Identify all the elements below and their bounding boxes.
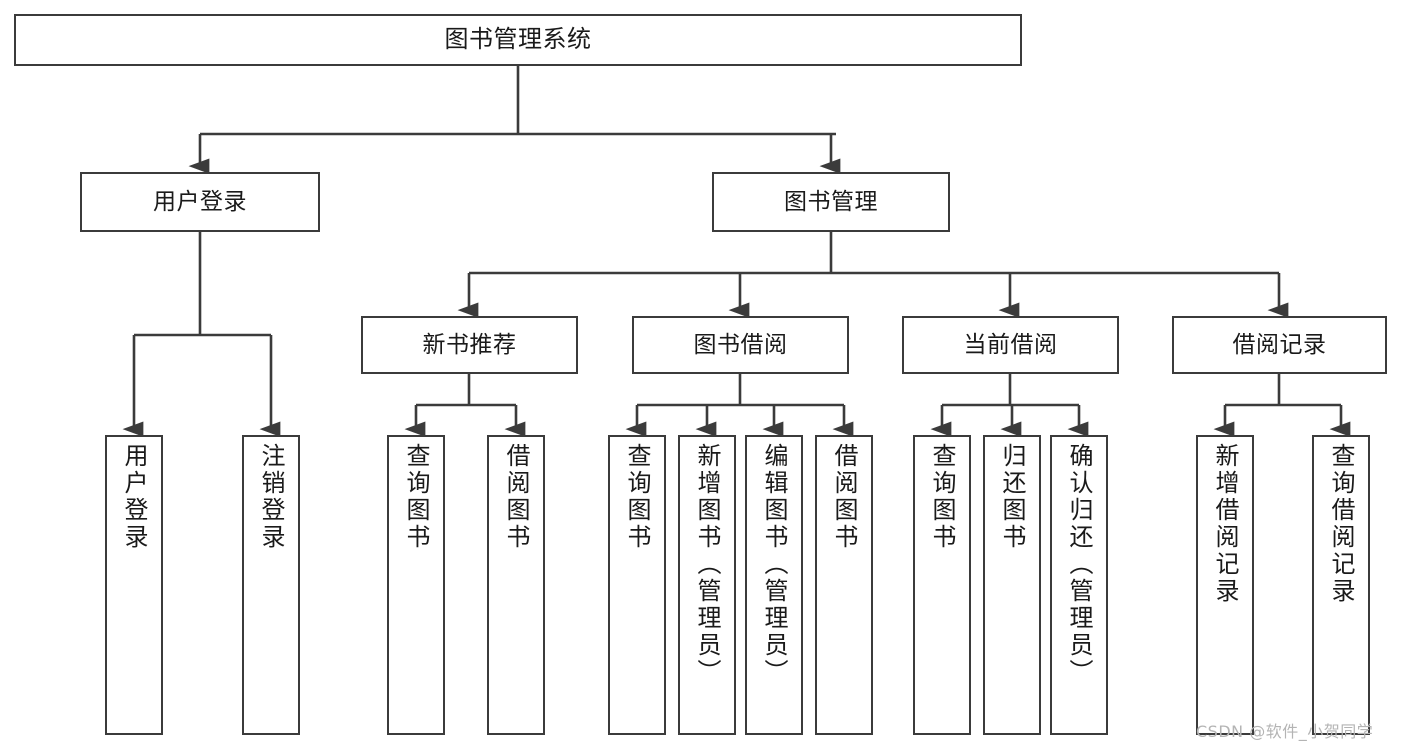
node-leaf-query-record-label: 查询借阅记录	[1327, 443, 1355, 605]
node-leaf-user-login-label: 用户登录	[120, 443, 148, 551]
node-new-book-recommend-label: 新书推荐	[422, 331, 517, 358]
node-current-borrow-label: 当前借阅	[963, 331, 1058, 358]
watermark: CSDN @软件_小贺同学	[1196, 722, 1374, 741]
node-user-login[interactable]: 用户登录	[80, 172, 320, 232]
node-leaf-add-record-label: 新增借阅记录	[1211, 443, 1239, 605]
node-borrow-record[interactable]: 借阅记录	[1172, 316, 1387, 374]
node-current-borrow[interactable]: 当前借阅	[902, 316, 1119, 374]
node-book-management[interactable]: 图书管理	[712, 172, 950, 232]
node-leaf-confirm-return[interactable]: 确认归还（管理员）	[1050, 435, 1108, 735]
node-leaf-edit-book-label: 编辑图书（管理员）	[760, 443, 788, 686]
node-leaf-borrow-book-1-label: 借阅图书	[502, 443, 530, 551]
node-leaf-query-book-3-label: 查询图书	[928, 443, 956, 551]
node-book-borrow[interactable]: 图书借阅	[632, 316, 849, 374]
node-leaf-return-book-label: 归还图书	[998, 443, 1026, 551]
node-leaf-query-book-2-label: 查询图书	[623, 443, 651, 551]
node-root-label: 图书管理系统	[444, 25, 592, 54]
node-book-management-label: 图书管理	[784, 188, 878, 215]
node-leaf-query-book-1[interactable]: 查询图书	[387, 435, 445, 735]
node-leaf-add-book[interactable]: 新增图书（管理员）	[678, 435, 736, 735]
node-leaf-confirm-return-label: 确认归还（管理员）	[1065, 443, 1093, 686]
node-new-book-recommend[interactable]: 新书推荐	[361, 316, 578, 374]
node-root[interactable]: 图书管理系统	[14, 14, 1022, 66]
node-leaf-query-record[interactable]: 查询借阅记录	[1312, 435, 1370, 735]
node-leaf-user-login[interactable]: 用户登录	[105, 435, 163, 735]
node-leaf-add-book-label: 新增图书（管理员）	[693, 443, 721, 686]
node-book-borrow-label: 图书借阅	[693, 331, 788, 358]
node-leaf-borrow-book-1[interactable]: 借阅图书	[487, 435, 545, 735]
node-leaf-query-book-1-label: 查询图书	[402, 443, 430, 551]
node-leaf-edit-book[interactable]: 编辑图书（管理员）	[745, 435, 803, 735]
node-user-login-label: 用户登录	[153, 188, 247, 215]
node-leaf-query-book-2[interactable]: 查询图书	[608, 435, 666, 735]
node-leaf-borrow-book-2-label: 借阅图书	[830, 443, 858, 551]
node-leaf-logout[interactable]: 注销登录	[242, 435, 300, 735]
node-leaf-borrow-book-2[interactable]: 借阅图书	[815, 435, 873, 735]
node-borrow-record-label: 借阅记录	[1232, 331, 1327, 358]
node-leaf-query-book-3[interactable]: 查询图书	[913, 435, 971, 735]
node-leaf-logout-label: 注销登录	[257, 443, 285, 551]
node-leaf-return-book[interactable]: 归还图书	[983, 435, 1041, 735]
node-leaf-add-record[interactable]: 新增借阅记录	[1196, 435, 1254, 735]
